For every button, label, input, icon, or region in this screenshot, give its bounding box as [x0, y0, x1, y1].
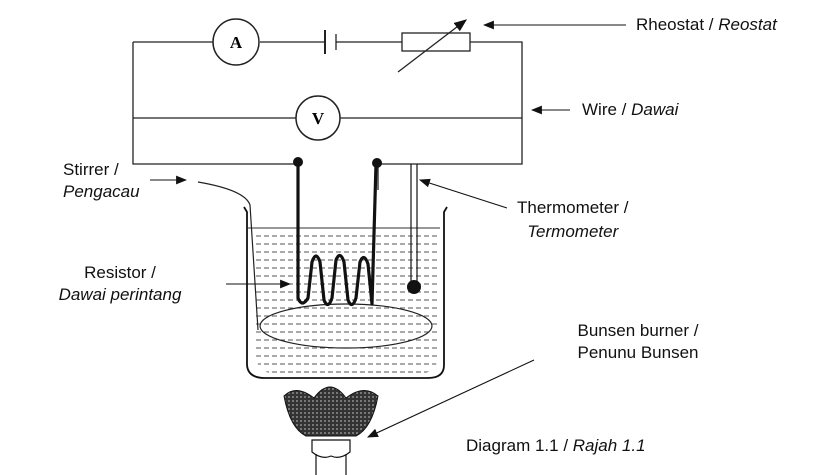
terminal-left	[293, 157, 303, 167]
label-pointers	[150, 20, 626, 438]
rheostat	[397, 19, 471, 73]
battery	[324, 30, 337, 54]
ammeter-label: A	[230, 33, 243, 52]
ammeter: A	[212, 18, 260, 66]
voltmeter-label: V	[312, 109, 325, 128]
rheostat-label: Rheostat / Reostat	[636, 15, 777, 34]
resistor-label: Resistor / Dawai perintang	[58, 263, 182, 304]
bunsen-burner	[283, 386, 379, 475]
diagram-caption: Diagram 1.1 / Rajah 1.1	[466, 436, 646, 455]
bunsen-label: Bunsen burner / Penunu Bunsen	[577, 321, 699, 362]
resistor-coil	[296, 162, 378, 307]
voltmeter: V	[295, 95, 341, 141]
thermometer-label: Thermometer / Termometer	[517, 198, 629, 241]
stirrer-label: Stirrer / Pengacau	[63, 160, 140, 201]
thermometer	[407, 164, 421, 294]
wire-label: Wire / Dawai	[582, 100, 679, 119]
terminal-right	[372, 158, 382, 168]
stirrer	[197, 181, 433, 349]
